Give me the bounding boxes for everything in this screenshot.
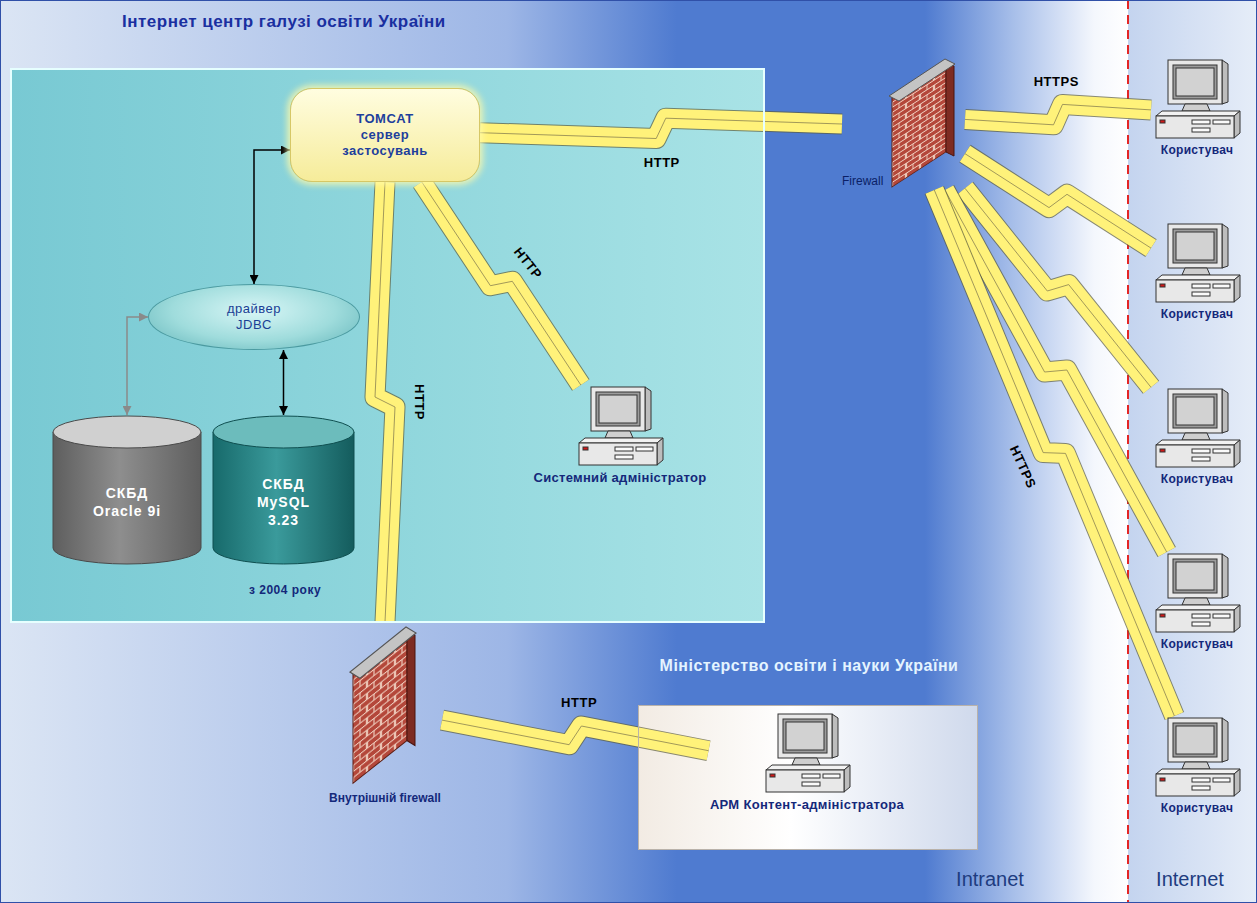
beam-band: [934, 190, 1174, 716]
beam-outline: [375, 182, 395, 622]
beam-outline: [945, 190, 1167, 552]
workstation-label: АРМ Контент-адміністратора: [710, 797, 904, 812]
data-link: [254, 150, 290, 284]
database-label: СКБД MySQL 3.23: [243, 475, 325, 529]
network-link: [480, 118, 842, 138]
beam-core: [480, 118, 842, 138]
computer-symbol: [762, 712, 852, 794]
data-link: [283, 350, 284, 415]
workstation-icon: Користувач: [1151, 222, 1243, 321]
workstation-icon: Системний адміністратор: [532, 385, 708, 485]
protocol-label: HTTP: [412, 384, 427, 420]
workstation-label: Користувач: [1161, 143, 1233, 157]
beam-outline: [965, 104, 1151, 124]
workstation-label: Системний адміністратор: [533, 470, 706, 485]
workstation-icon: Користувач: [1151, 716, 1243, 815]
beam-outline: [422, 182, 581, 385]
beam-outline: [934, 190, 1174, 716]
computer-symbol: [1152, 222, 1242, 304]
internet-ground: [1128, 0, 1257, 903]
server-box: TOMCAT сервер застосувань: [290, 88, 480, 182]
network-link: [442, 720, 709, 751]
workstation-label: Користувач: [1161, 472, 1233, 486]
beam-core: [965, 104, 1151, 124]
node-label: TOMCAT сервер застосувань: [339, 111, 431, 159]
firewall-icon: Внутрішній firewall: [328, 622, 442, 805]
firewall-label: Внутрішній firewall: [329, 791, 441, 805]
database-cylinder: СКБД MySQL 3.23: [212, 415, 355, 565]
protocol-label: HTTP: [644, 155, 680, 170]
arrow-line: [254, 150, 290, 284]
region-panel: Міністерство освіти і науки УкраїниАРМ К…: [638, 705, 978, 850]
workstation-label: Користувач: [1161, 637, 1233, 651]
ministry-region-fill: [638, 705, 978, 850]
firewall-wall: [347, 622, 423, 787]
computer-symbol: [1152, 552, 1242, 634]
region-heading: Міністерство освіти і науки України: [654, 656, 964, 675]
beam-outline: [442, 720, 709, 751]
computer-symbol: [1152, 58, 1242, 140]
free-label: з 2004 року: [249, 583, 321, 597]
beam-band: [945, 190, 1167, 552]
computer-symbol: [1152, 387, 1242, 469]
protocol-label: HTTPS: [1034, 73, 1079, 88]
firewall-wall: [886, 55, 962, 190]
center-region-fill: [10, 68, 765, 623]
region-heading: Інтернет центр галузі освіти України: [122, 12, 446, 32]
free-label: Intranet: [956, 868, 1024, 891]
beam-band: [422, 182, 581, 385]
network-link: [934, 190, 1174, 716]
workstation-label: Користувач: [1161, 801, 1233, 815]
beam-band: [965, 104, 1151, 124]
arrow-line: [283, 350, 285, 415]
free-label: Internet: [1156, 868, 1224, 891]
firewall-icon: Firewall: [842, 55, 965, 190]
firewall-label: Firewall: [842, 174, 883, 188]
region-panel: Інтернет центр галузі освіти УкраїниTOMC…: [10, 68, 765, 623]
network-link: [965, 104, 1151, 124]
database-label: СКБД Oracle 9i: [86, 484, 168, 520]
beam-band: [480, 118, 842, 138]
computer-symbol: [1152, 716, 1242, 798]
workstation-icon: Користувач: [1151, 552, 1243, 651]
beam-band: [442, 720, 709, 751]
beam-core: [442, 720, 709, 751]
workstation-icon: Користувач: [1151, 387, 1243, 486]
beam-core: [945, 190, 1167, 552]
driver-pill: драйвер JDBC: [148, 284, 360, 350]
network-link: [375, 182, 395, 622]
beam-core: [375, 182, 395, 622]
workstation-icon: Користувач: [1151, 58, 1243, 157]
intranet-ground: [0, 0, 1128, 903]
database-cylinder: СКБД Oracle 9i: [52, 415, 202, 565]
node-label: драйвер JDBC: [218, 301, 290, 333]
beam-band: [375, 182, 395, 622]
arrow-line: [127, 317, 148, 415]
protocol-label: HTTP: [561, 694, 597, 709]
beam-core: [422, 182, 581, 385]
workstation-label: Користувач: [1161, 307, 1233, 321]
beam-core: [934, 190, 1174, 716]
network-boundary: [1127, 0, 1129, 903]
network-link: [422, 182, 581, 385]
workstation-icon: АРМ Контент-адміністратора: [709, 712, 906, 812]
network-link: [945, 190, 1167, 552]
computer-symbol: [575, 385, 665, 467]
beam-outline: [480, 118, 842, 138]
data-link: [127, 317, 148, 415]
